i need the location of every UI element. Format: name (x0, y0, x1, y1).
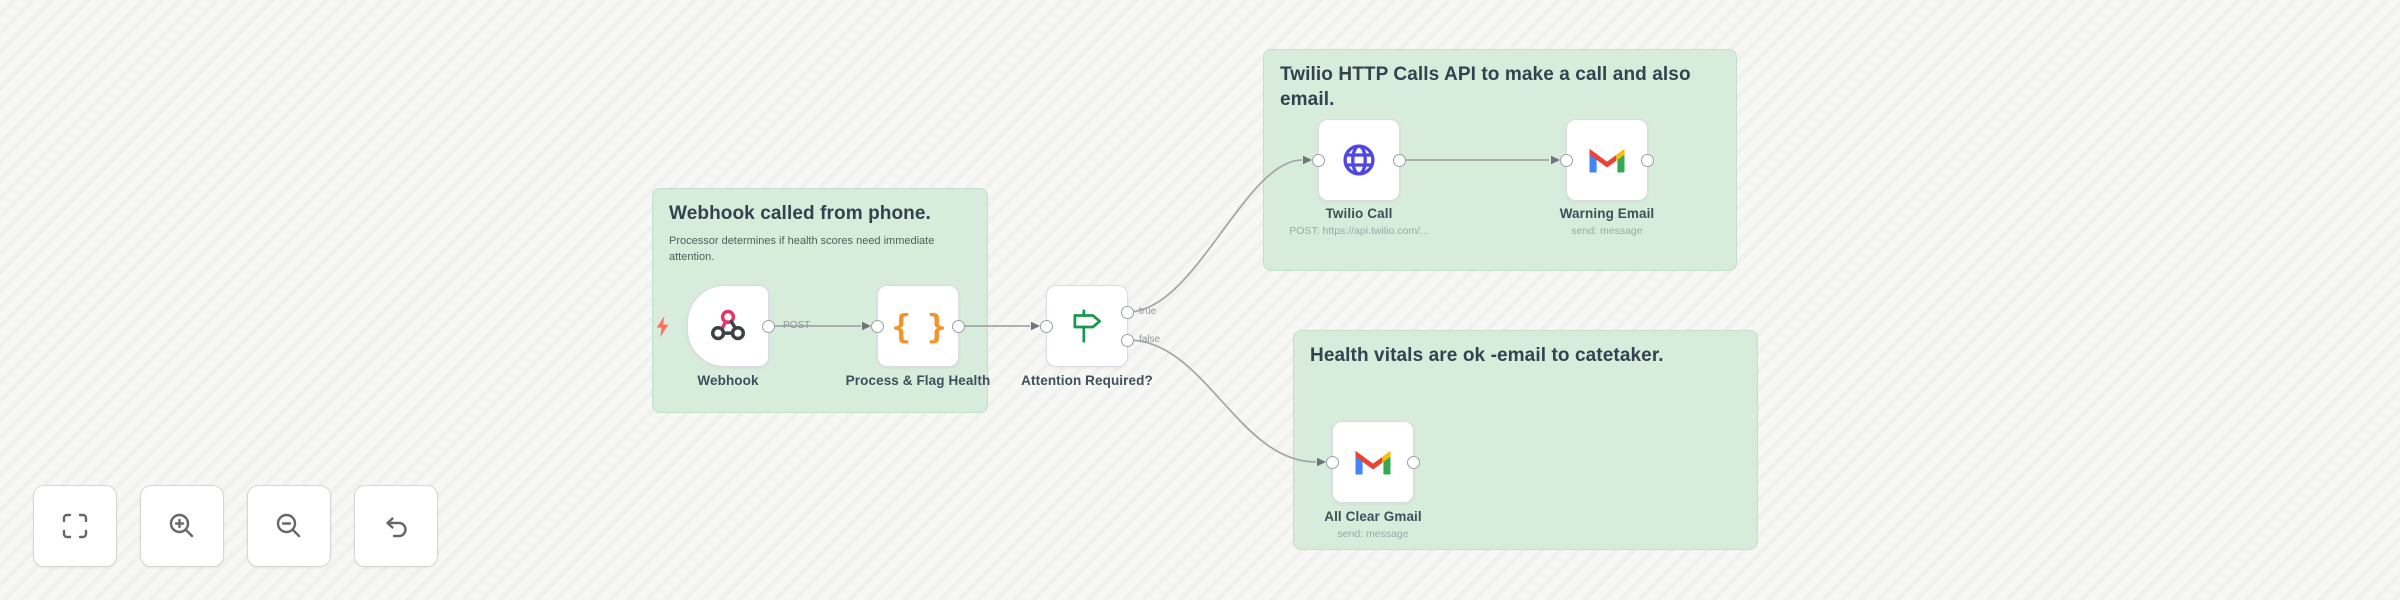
zoom-in-icon (169, 513, 194, 538)
sticky-title: Twilio HTTP Calls API to make a call and… (1280, 64, 1691, 110)
trigger-bolt-icon (656, 316, 669, 337)
zoom-out-icon (276, 513, 301, 538)
input-port[interactable] (1326, 456, 1339, 469)
node-body[interactable] (1040, 285, 1134, 367)
arrowhead-icon (1031, 321, 1040, 331)
node-process-flag-health[interactable]: { } Process & Flag Health (846, 285, 990, 388)
false-port-label: false (1139, 334, 1161, 345)
fit-view-button[interactable] (33, 485, 117, 567)
arrowhead-icon (1303, 155, 1312, 165)
sticky-description: Processor determines if health scores ne… (669, 234, 935, 263)
sticky-title: Health vitals are ok -email to catetaker… (1310, 345, 1664, 366)
node-label: Warning Email (1559, 206, 1655, 221)
undo-icon (386, 517, 407, 538)
node-sublabel: send: message (1337, 528, 1409, 540)
node-webhook[interactable]: POST Webhook (687, 285, 810, 388)
node-warning-email[interactable]: Warning Email send: message (1560, 119, 1654, 237)
output-port[interactable] (952, 320, 965, 333)
connection-if-true-to-twilio[interactable] (1127, 159, 1303, 313)
output-port-label: POST (783, 320, 811, 331)
canvas-toolbar (33, 485, 438, 567)
arrowhead-icon (1551, 155, 1560, 165)
node-label: Process & Flag Health (845, 373, 991, 388)
output-port-false[interactable] (1121, 334, 1134, 347)
sticky-title: Webhook called from phone. (669, 203, 931, 224)
code-braces-icon: { } (891, 306, 947, 346)
node-label: Webhook (697, 373, 759, 388)
node-body[interactable] (1312, 119, 1406, 201)
gmail-icon (1355, 450, 1391, 475)
input-port[interactable] (1312, 154, 1325, 167)
fit-view-icon (62, 513, 88, 539)
input-port[interactable] (871, 320, 884, 333)
globe-icon (1343, 144, 1375, 176)
zoom-out-button[interactable] (247, 485, 331, 567)
node-body[interactable] (687, 285, 775, 367)
node-twilio-call[interactable]: Twilio Call POST: https://api.twilio.com… (1289, 119, 1429, 237)
arrowhead-icon (1317, 457, 1326, 467)
node-body[interactable]: { } (871, 285, 965, 367)
output-port[interactable] (762, 320, 775, 333)
output-port[interactable] (1393, 154, 1406, 167)
webhook-icon (710, 309, 746, 341)
node-sublabel: send: message (1571, 225, 1643, 237)
input-port[interactable] (1560, 154, 1573, 167)
signpost-icon (1073, 309, 1102, 343)
node-all-clear-gmail[interactable]: All Clear Gmail send: message (1324, 421, 1422, 540)
node-body[interactable] (1326, 421, 1420, 503)
arrowhead-icon (862, 321, 871, 331)
node-label: Twilio Call (1325, 206, 1393, 221)
undo-button[interactable] (354, 485, 438, 567)
zoom-in-button[interactable] (140, 485, 224, 567)
node-attention-required[interactable]: true false Attention Required? (1021, 285, 1160, 388)
true-port-label: true (1139, 306, 1157, 317)
output-port[interactable] (1407, 456, 1420, 469)
gmail-icon (1589, 148, 1625, 173)
node-label: Attention Required? (1021, 373, 1153, 388)
node-sublabel: POST: https://api.twilio.com/... (1289, 225, 1429, 237)
connection-if-false-to-gmail[interactable] (1127, 339, 1317, 463)
node-label: All Clear Gmail (1324, 509, 1422, 524)
node-body[interactable] (1560, 119, 1654, 201)
output-port[interactable] (1641, 154, 1654, 167)
output-port-true[interactable] (1121, 306, 1134, 319)
input-port[interactable] (1040, 320, 1053, 333)
